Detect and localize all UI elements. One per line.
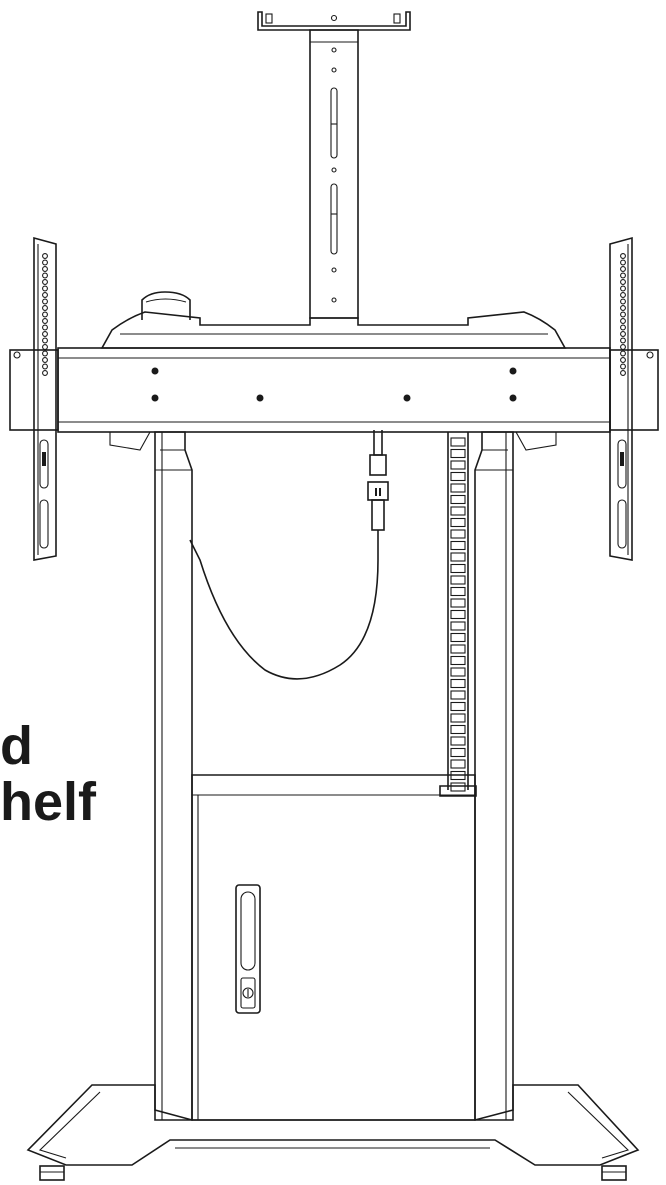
- mounting-bar: [9, 347, 659, 451]
- rail-hole: [42, 318, 48, 324]
- chain-link: [450, 575, 466, 585]
- chain-link: [450, 563, 466, 574]
- chain-link: [450, 494, 466, 505]
- rail-hole: [620, 324, 626, 331]
- rail-hole: [42, 363, 48, 370]
- chain-link: [450, 598, 466, 608]
- rail-hole: [42, 357, 48, 363]
- cable-plug-icon: [369, 454, 387, 476]
- rail-hole: [42, 253, 48, 259]
- tray-knob: [141, 291, 191, 320]
- rail-hole: [42, 337, 48, 344]
- rail-hole: [620, 337, 626, 344]
- rail-hole: [42, 292, 48, 298]
- left-foot: [39, 1165, 65, 1181]
- top-tray: [100, 291, 567, 349]
- rail-hole: [42, 285, 48, 292]
- rail-hole: [620, 331, 626, 337]
- rail-hole: [42, 279, 48, 285]
- base-plate: [26, 1084, 640, 1181]
- rail-hole: [620, 311, 626, 318]
- chain-link: [450, 736, 466, 746]
- chain-link: [450, 724, 466, 735]
- chain-link: [450, 517, 466, 528]
- chain-link: [450, 678, 466, 689]
- rail-hole: [42, 305, 48, 311]
- rail-hole: [620, 305, 626, 311]
- camera-mast: [309, 29, 359, 319]
- chain-link: [450, 506, 466, 516]
- rail-hole: [42, 259, 48, 266]
- rail-hole: [42, 350, 48, 357]
- rail-hole: [42, 266, 48, 272]
- chain-link: [450, 460, 466, 470]
- cable-chain: [439, 432, 477, 797]
- left-vesa-rail: [33, 236, 57, 561]
- rail-hole: [620, 279, 626, 285]
- chain-link: [450, 782, 466, 792]
- rail-hole: [42, 324, 48, 331]
- rail-hole: [620, 298, 626, 305]
- rail-hole: [620, 370, 626, 376]
- rail-hole: [620, 357, 626, 363]
- caption-line-2: helf: [0, 772, 97, 832]
- rail-hole: [620, 266, 626, 272]
- rail-hole: [620, 318, 626, 324]
- chain-link: [450, 713, 466, 723]
- rail-hole: [42, 272, 48, 279]
- rail-hole: [620, 344, 626, 350]
- rail-hole: [620, 272, 626, 279]
- top-camera-bracket: [257, 11, 411, 31]
- rail-hole: [620, 292, 626, 298]
- rail-hole: [42, 298, 48, 305]
- chain-link: [450, 529, 466, 539]
- rail-hole: [620, 285, 626, 292]
- chain-link: [450, 552, 466, 562]
- chain-link: [450, 632, 466, 643]
- chain-link: [450, 621, 466, 631]
- left-upright: [154, 431, 193, 1121]
- chain-link: [450, 701, 466, 712]
- rail-hole: [42, 344, 48, 350]
- chain-link: [450, 540, 466, 551]
- rail-hole: [620, 363, 626, 370]
- chain-link: [450, 644, 466, 654]
- rail-hole: [620, 253, 626, 259]
- rail-hole: [620, 350, 626, 357]
- chain-link: [450, 747, 466, 758]
- chain-link: [450, 655, 466, 666]
- chain-link: [450, 471, 466, 482]
- storage-cabinet: [191, 774, 476, 1121]
- right-vesa-rail: [609, 236, 633, 561]
- caption-line-1: d: [0, 716, 33, 776]
- rail-hole: [42, 370, 48, 376]
- right-upright: [474, 431, 514, 1121]
- rail-hole: [620, 259, 626, 266]
- chain-link: [450, 609, 466, 620]
- rail-hole: [42, 331, 48, 337]
- chain-link: [450, 448, 466, 459]
- right-foot: [601, 1165, 627, 1181]
- chain-link: [450, 437, 466, 447]
- rail-hole: [42, 311, 48, 318]
- power-cable: [189, 430, 389, 680]
- chain-link: [450, 483, 466, 493]
- chain-link: [450, 586, 466, 597]
- chain-link: [450, 690, 466, 700]
- cabinet-handle-icon: [235, 884, 261, 1014]
- chain-link: [450, 759, 466, 769]
- chain-link: [450, 667, 466, 677]
